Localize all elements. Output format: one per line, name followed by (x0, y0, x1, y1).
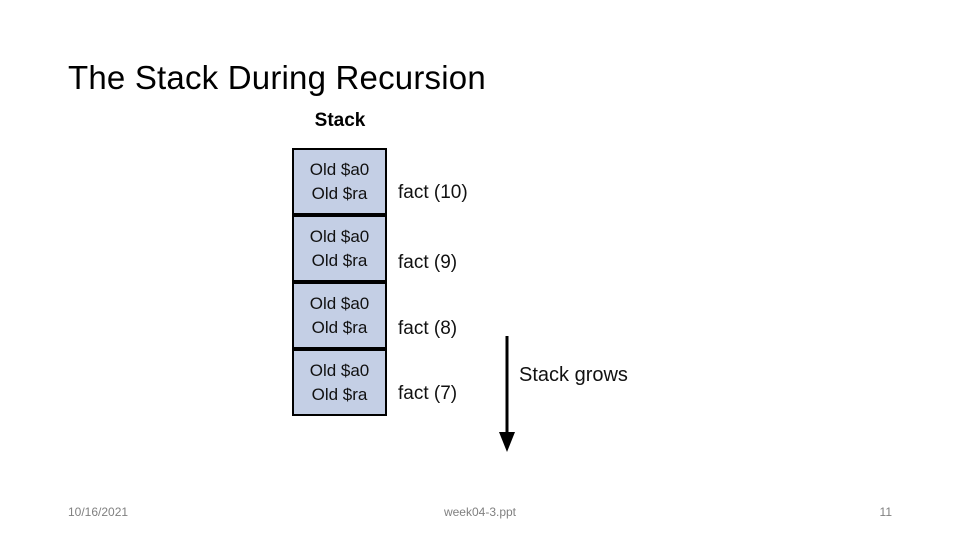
stack-frame: Old $a0 Old $ra (292, 215, 387, 282)
footer-date: 10/16/2021 (68, 505, 129, 519)
stack-frame: Old $a0 Old $ra (292, 148, 387, 215)
stack-frame-line-a0: Old $a0 (309, 293, 370, 313)
stack-frame-line-a0: Old $a0 (309, 226, 370, 246)
stack-frame: Old $a0 Old $ra (292, 282, 387, 349)
stack-grows-label: Stack grows (519, 364, 628, 386)
slide-footer: 10/16/2021 week04-3.ppt 11 (0, 505, 960, 529)
stack-grows-arrow-icon (499, 336, 515, 452)
stack-frame-caption: fact (10) (398, 182, 468, 203)
page-title: The Stack During Recursion (68, 59, 486, 96)
stack-frame-caption: fact (7) (398, 383, 458, 404)
stack-frame-line-ra: Old $ra (311, 183, 368, 203)
stack-frame-caption: fact (8) (398, 318, 458, 339)
footer-filename: week04-3.ppt (443, 505, 517, 519)
stack-caption-label: Stack (314, 110, 366, 131)
stack-frame-line-a0: Old $a0 (309, 159, 370, 179)
stack-frame-line-ra: Old $ra (311, 317, 368, 337)
stack-frame: Old $a0 Old $ra (292, 349, 387, 416)
stack-frame-caption: fact (9) (398, 252, 458, 273)
stack-frame-line-ra: Old $ra (311, 250, 368, 270)
stack-frame-line-ra: Old $ra (311, 384, 368, 404)
footer-page-number: 11 (879, 505, 892, 519)
stack-frame-line-a0: Old $a0 (309, 360, 370, 380)
